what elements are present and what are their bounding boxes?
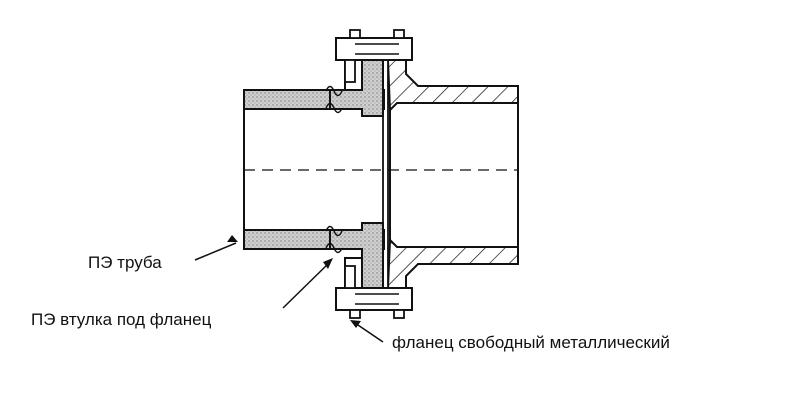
- bolt-head-top-left: [349, 29, 361, 39]
- metal-fitting: [386, 59, 519, 289]
- arrowhead-loose-flange: [350, 320, 361, 328]
- weld-bead-top: [325, 102, 343, 114]
- leader-pe-stub: [282, 258, 333, 309]
- bolt-head-bottom-right: [393, 309, 405, 319]
- bolt-head-bottom-left: [349, 309, 361, 319]
- weld-bead-top-outer: [325, 85, 343, 97]
- weld-bead-bottom: [325, 225, 343, 237]
- leader-pe-pipe: [194, 235, 238, 261]
- label-pe-stub: ПЭ втулка под фланец: [31, 310, 212, 329]
- arrowhead-pe-stub: [323, 258, 333, 269]
- pe-stub-end: [325, 59, 384, 289]
- bolt-plate-top: [335, 37, 413, 61]
- bolt-nut-bottom-left: [344, 265, 356, 289]
- metal-fitting-bottom-wall: [386, 237, 519, 289]
- bolt-plate-bottom: [335, 287, 413, 311]
- arrowhead-pe-pipe: [227, 235, 238, 242]
- loose-flange-bottom: [335, 257, 413, 319]
- weld-bead-bottom-outer: [325, 242, 343, 254]
- leader-loose-flange: [350, 320, 384, 343]
- metal-fitting-top-wall: [386, 59, 519, 113]
- label-pe-pipe: ПЭ труба: [88, 253, 162, 272]
- label-loose-flange: фланец свободный металлический: [392, 333, 670, 352]
- pe-stub-collar-bottom: [329, 222, 384, 289]
- bolt-head-top-right: [393, 29, 405, 39]
- loose-flange-top: [335, 29, 413, 91]
- bolt-nut-top-left: [344, 59, 356, 83]
